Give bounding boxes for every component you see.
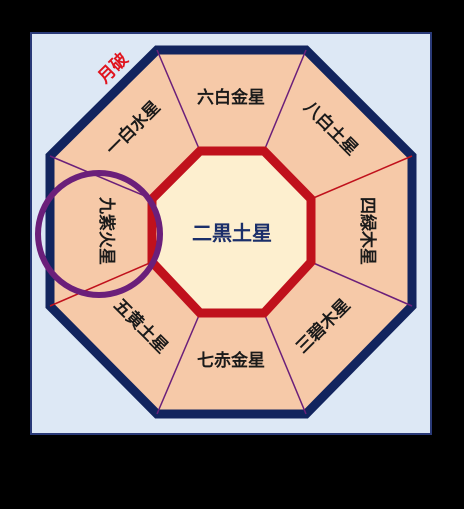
segment-label-top: 六白金星 bbox=[197, 87, 265, 108]
segment-dividers bbox=[49, 49, 413, 415]
segment-label-bottom: 七赤金星 bbox=[197, 350, 265, 371]
segment-label-right: 四緑木星 bbox=[357, 197, 378, 265]
highlight-circle bbox=[35, 170, 163, 298]
center-label: 二黒土星 bbox=[192, 221, 272, 245]
center-octagon bbox=[147, 146, 316, 318]
segment-label-left: 九紫火星 bbox=[96, 196, 117, 265]
